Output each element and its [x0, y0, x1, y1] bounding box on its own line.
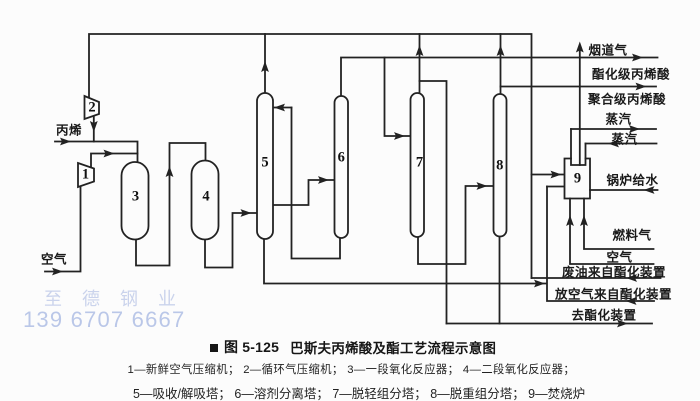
arrow-steam2 — [608, 139, 619, 148]
arrow-col5-return — [274, 103, 285, 112]
stream-label-polymer-grade-acid: 聚合级丙烯酸 — [587, 92, 667, 107]
column-5[interactable] — [256, 92, 274, 240]
compressor-2[interactable] — [83, 94, 100, 121]
arrow-prop-feed — [60, 137, 71, 146]
stream-label-propylene: 丙烯 — [55, 123, 83, 138]
reactor-3[interactable] — [120, 161, 150, 241]
equipment-number-5: 5 — [261, 154, 269, 170]
pipe-offgas-header — [88, 33, 533, 279]
stream-label-vent-air: 放空气来自酯化装置 — [554, 287, 673, 301]
arrow-col7-riser — [415, 45, 424, 56]
stream-label-steam-1: 蒸汽 — [605, 112, 632, 127]
pipe-reactor3-to-4 — [135, 142, 207, 267]
arrow-bfw — [643, 186, 655, 194]
pipe-reactor4-to-col5 — [204, 212, 257, 269]
arrow-col5-feed — [240, 209, 252, 217]
arrow-inc-feed — [550, 170, 562, 179]
reactor-4[interactable] — [190, 159, 220, 241]
incinerator-9[interactable] — [563, 49, 591, 200]
caption-square-marker — [210, 344, 218, 352]
stream-label-steam-2: 蒸汽 — [611, 132, 638, 146]
arrow-to-ester — [617, 319, 628, 328]
figure-number: 图 5-125 — [224, 338, 280, 355]
arrow-fuel-riser — [580, 215, 588, 226]
pipe-col8 — [498, 33, 657, 325]
stream-label-flue-gas: 烟道气 — [588, 43, 628, 57]
arrowheads — [52, 41, 655, 328]
arrow-waste-oil — [626, 274, 637, 282]
equipment-number-3: 3 — [131, 188, 140, 204]
arrow-col8-riser — [496, 45, 505, 56]
arrow-air-riser — [566, 215, 574, 226]
stream-label-fuel-gas: 燃料气 — [612, 228, 652, 243]
pipe-col7 — [417, 33, 494, 325]
arrow-flue-stack — [575, 41, 584, 53]
arrow-air-left — [52, 267, 63, 276]
legend-line-2: 5—吸收/解吸塔； 6—溶剂分离塔； 7—脱轻组分塔； 8—脱重组分塔； 9—焚… — [133, 386, 586, 401]
equipment-number-2: 2 — [88, 99, 96, 115]
incinerator-notch — [570, 128, 587, 166]
arrow-comp1-out — [103, 149, 115, 158]
equipment-number-1: 1 — [81, 166, 90, 182]
arrow-col7-feed — [394, 132, 405, 140]
equipment-number-6: 6 — [337, 149, 345, 166]
equipment-number-4: 4 — [202, 188, 210, 204]
arrow-vent-air — [625, 297, 637, 305]
watermark-company: 至德钢业 — [44, 289, 196, 309]
arrow-r3-riser — [165, 166, 174, 177]
column-8[interactable] — [492, 93, 508, 238]
stream-label-air-right: 空气 — [606, 250, 633, 264]
arrow-comp2-out — [89, 121, 98, 132]
watermark-phone: 139 6707 6667 — [23, 307, 186, 332]
equipment-number-7: 7 — [415, 154, 424, 170]
figure-title: 巴斯夫丙烯酸及酯工艺流程示意图 — [290, 340, 497, 356]
equipment-number-8: 8 — [496, 157, 504, 173]
arrow-col8-feed — [476, 182, 488, 190]
arrow-steam1 — [629, 125, 640, 133]
compressor-1[interactable] — [77, 161, 95, 189]
equipment-number-9: 9 — [573, 170, 582, 186]
stream-label-boiler-feed-water: 锅炉给水 — [606, 173, 659, 187]
stream-label-to-esterification: 去酯化装置 — [571, 308, 637, 322]
arrow-col5-riser — [261, 61, 269, 72]
column-7[interactable] — [409, 92, 425, 238]
arrow-col5-btm — [534, 279, 545, 288]
legend-line-1: 1—新鲜空气压缩机； 2—循环气压缩机； 3—一段氧化反应器； 4—二段氧化反应… — [127, 364, 576, 376]
stream-label-air-left: 空气 — [40, 252, 68, 267]
stream-label-ester-grade-acid: 酯化级丙烯酸 — [591, 67, 671, 81]
stream-label-waste-oil: 废油来自酯化装置 — [561, 265, 667, 279]
arrow-polymer-acid — [635, 82, 647, 91]
arrow-col6-feed — [318, 176, 329, 184]
arrow-ester-acid — [632, 53, 643, 62]
figure-caption: 图 5-125 巴斯夫丙烯酸及酯工艺流程示意图 — [210, 337, 496, 357]
column-6[interactable] — [333, 95, 349, 239]
